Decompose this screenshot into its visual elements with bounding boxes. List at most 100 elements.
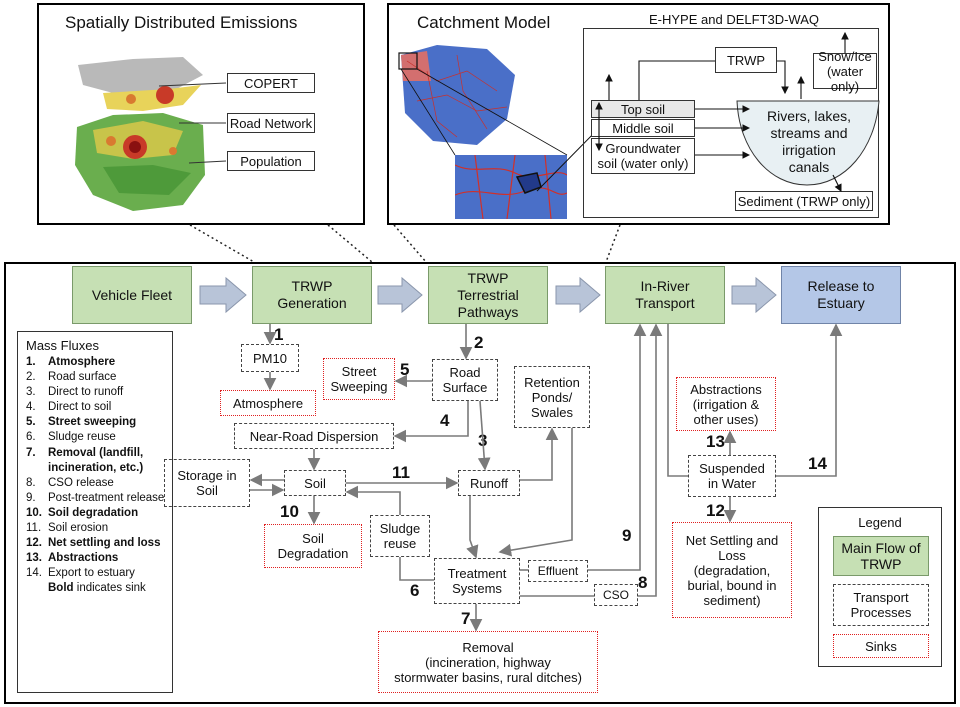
model-name: E-HYPE and DELFT3D-WAQ — [649, 12, 820, 27]
mass-flux-text: Direct to runoff — [48, 386, 124, 399]
flux-number-13: 13 — [706, 432, 725, 451]
release-to-estuary: Release to Estuary — [781, 266, 901, 324]
removal: Removal (incineration, highway stormwate… — [378, 631, 598, 693]
sludge-reuse: Sludge reuse — [370, 515, 430, 557]
mass-flux-text: Atmosphere — [48, 356, 116, 368]
snow-ice: Snow/Ice (water only) — [813, 49, 877, 94]
mass-flux-text: Soil degradation — [48, 506, 139, 519]
mass-flux-text: Export to estuary — [48, 567, 135, 580]
mass-flux-item: 13.Abstractions — [26, 551, 166, 566]
emissions-title: Spatially Distributed Emissions — [65, 13, 298, 32]
storage-in-soil: Storage in Soil — [164, 459, 250, 507]
mass-flux-item: 7. Removal (landfill, incineration, etc.) — [26, 446, 166, 476]
mass-fluxes-title: Mass Fluxes — [26, 338, 99, 353]
legend-title: Legend — [858, 515, 902, 530]
mass-flux-item: 5. Street sweeping — [26, 415, 166, 430]
emissions-map-image — [73, 55, 211, 215]
copert-label: COPERT — [227, 73, 315, 93]
flux-number-12: 12 — [706, 501, 725, 520]
mass-flux-text: Post-treatment release — [48, 491, 165, 504]
catchment-panel: Catchment Model E-HYPE and DELFT3D-WAQ T… — [387, 3, 890, 225]
mass-flux-text: Sludge reuse — [48, 431, 116, 444]
road-network-label: Road Network — [227, 113, 315, 133]
mass-flux-number: 4. — [26, 401, 36, 414]
flux-number-11: 11 — [392, 463, 410, 482]
catchment-map-image — [398, 45, 515, 145]
flux-number-14: 14 — [808, 454, 827, 473]
suspended-in-water: Suspended in Water — [688, 455, 776, 497]
mass-flux-item: 12. Net settling and loss — [26, 536, 166, 551]
mass-flux-text: Removal (landfill, incineration, etc.) — [48, 446, 144, 474]
mass-flux-item: 1. Atmosphere — [26, 355, 166, 370]
mass-flux-number: 2. — [26, 371, 36, 384]
treatment-systems: Treatment Systems — [434, 558, 520, 604]
top-soil: Top soil — [591, 100, 695, 118]
mass-flux-number: 1. — [26, 356, 36, 368]
legend-sinks: Sinks — [833, 634, 929, 658]
groundwater-soil: Groundwater soil (water only) — [591, 138, 695, 174]
flux-number-9: 9 — [622, 526, 632, 545]
emissions-leader-lines — [158, 82, 227, 164]
mass-flux-item: 11.Soil erosion — [26, 521, 166, 536]
abstractions: Abstractions (irrigation & other uses) — [676, 377, 776, 431]
legend-transport-processes: Transport Processes — [833, 584, 929, 626]
flux-number-6: 6 — [410, 581, 420, 600]
trwp-terrestrial-pathways: TRWP Terrestrial Pathways — [428, 266, 548, 324]
sediment-box: Sediment (TRWP only) — [735, 191, 873, 211]
mass-flux-text: Road surface — [48, 371, 117, 384]
mass-flux-number: 9. — [26, 491, 36, 504]
near-road-dispersion: Near-Road Dispersion — [234, 423, 394, 449]
mass-flux-text: Direct to soil — [48, 401, 112, 414]
mass-flux-number: 5. — [26, 416, 36, 429]
mass-fluxes-list: 1. Atmosphere 2. Road surface 3. Direct to ru… — [26, 355, 166, 581]
flux-number-8: 8 — [638, 573, 648, 592]
legend: Legend Main Flow of TRWP Transport Proce… — [818, 507, 942, 667]
mass-flux-item: 14. Export to estuary — [26, 566, 166, 581]
cso: CSO — [594, 584, 638, 606]
flux-number-7: 7 — [461, 609, 471, 628]
mass-flux-text: Net settling and loss — [48, 537, 161, 550]
mass-flux-number: 12. — [26, 537, 42, 550]
mass-flux-item: 8. CSO release — [26, 476, 166, 491]
flux-number-5: 5 — [400, 360, 410, 379]
mass-flux-number: 10. — [26, 506, 42, 519]
mass-flux-text: Street sweeping — [48, 416, 137, 429]
emissions-panel: Spatially Distributed Emissions COPERT R… — [37, 3, 365, 225]
middle-soil: Middle soil — [591, 119, 695, 137]
mass-flux-item: 10. Soil degradation — [26, 506, 166, 521]
flux-number-1: 1 — [274, 325, 284, 344]
catchment-title: Catchment Model — [417, 13, 551, 32]
mass-flux-number: 3. — [26, 386, 36, 399]
rivers-lakes-label: Rivers, lakes, streams and irrigation ca… — [766, 108, 852, 175]
road-surface: Road Surface — [432, 359, 498, 401]
soil-degradation: Soil Degradation — [264, 524, 362, 568]
mass-flux-text: CSO release — [48, 476, 114, 489]
model-box — [583, 28, 879, 218]
street-sweeping: Street Sweeping — [323, 358, 395, 400]
atmosphere: Atmosphere — [220, 390, 316, 416]
catchment-trwp: TRWP — [715, 47, 777, 73]
mass-flux-item: 2. Road surface — [26, 370, 166, 385]
in-river-transport: In-River Transport — [605, 266, 725, 324]
trwp-generation: TRWP Generation — [252, 266, 372, 324]
flux-number-10: 10 — [280, 502, 299, 521]
mass-flux-item: 9. Post-treatment release — [26, 491, 166, 506]
net-settling-and-loss: Net Settling and Loss (degradation, buri… — [672, 522, 792, 618]
mass-flux-item: 4. Direct to soil — [26, 400, 166, 415]
flux-number-4: 4 — [440, 411, 450, 430]
mass-flux-text: Soil erosion — [48, 522, 109, 535]
rivers-basin — [736, 100, 880, 186]
mass-flux-number: 8. — [26, 476, 36, 489]
mass-flux-item: 3. Direct to runoff — [26, 385, 166, 400]
vehicle-fleet: Vehicle Fleet — [72, 266, 192, 324]
retention-ponds-swales: Retention Ponds/ Swales — [514, 366, 590, 428]
main-flow-arrows — [199, 276, 777, 314]
mass-flux-item: 6.Sludge reuse — [26, 430, 166, 445]
mass-flux-number: 14. — [26, 567, 42, 580]
mass-flux-number: 7. — [26, 446, 36, 459]
effluent: Effluent — [528, 560, 588, 582]
catchment-arrows — [595, 31, 849, 192]
catchment-zoom-image — [455, 155, 567, 219]
